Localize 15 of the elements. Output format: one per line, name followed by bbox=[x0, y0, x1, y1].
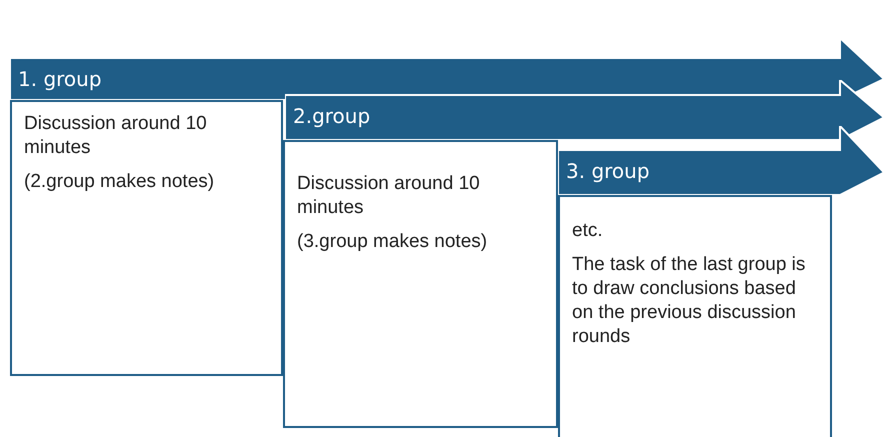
description-text: (2.group makes notes) bbox=[24, 170, 216, 194]
description-text: Discussion around 10 minutes bbox=[24, 112, 208, 160]
description-text: The task of the last group is to draw conclusions based on the previous discussion rounds bbox=[572, 253, 806, 349]
description-text: etc. bbox=[572, 219, 604, 243]
arrow-band bbox=[558, 126, 884, 195]
arrow-band bbox=[10, 38, 884, 100]
group-heading: 1. group bbox=[18, 67, 102, 91]
group-heading: 3. group bbox=[566, 159, 650, 183]
arrow-band bbox=[285, 80, 884, 140]
text-panel bbox=[283, 140, 558, 428]
description-text: Discussion around 10 minutes bbox=[297, 172, 481, 220]
text-panel bbox=[558, 195, 832, 437]
description-text: (3.group makes notes) bbox=[297, 230, 488, 254]
text-panel bbox=[10, 100, 283, 376]
group-heading: 2.group bbox=[293, 104, 370, 128]
